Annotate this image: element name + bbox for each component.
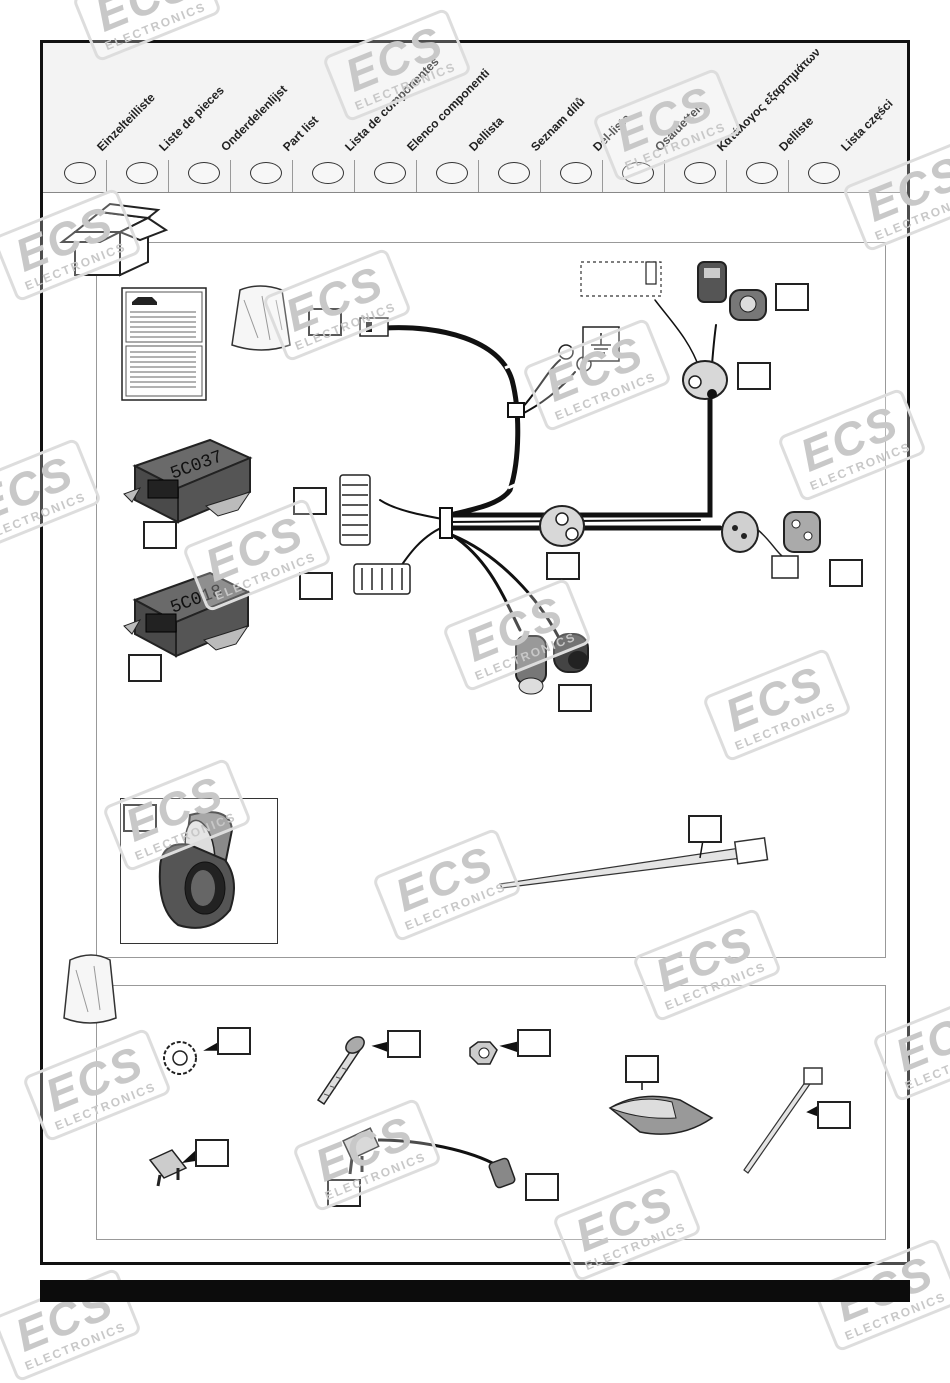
harness-junction-icon bbox=[439, 507, 453, 539]
tab-separator bbox=[664, 160, 665, 192]
callout-box bbox=[293, 487, 327, 515]
tab-oval bbox=[560, 162, 592, 184]
tab-separator bbox=[416, 160, 417, 192]
callout-box bbox=[143, 521, 177, 549]
footer-bar bbox=[40, 1280, 910, 1302]
control-module-5c018 bbox=[123, 571, 251, 658]
callout-box bbox=[775, 283, 809, 311]
callout-box bbox=[517, 1029, 551, 1057]
tab-oval bbox=[746, 162, 778, 184]
callout-box bbox=[308, 308, 342, 336]
header-divider bbox=[43, 192, 907, 193]
socket-plug-icon bbox=[697, 261, 767, 321]
cable-clip-icon bbox=[507, 402, 525, 418]
callout-box bbox=[625, 1055, 659, 1083]
kit-contents-panel bbox=[96, 242, 886, 958]
tab-oval bbox=[64, 162, 96, 184]
grommet-icon bbox=[539, 360, 728, 547]
tab-oval bbox=[374, 162, 406, 184]
callout-box bbox=[387, 1030, 421, 1058]
callout-box bbox=[123, 804, 157, 832]
ground-symbol-icon bbox=[582, 326, 620, 362]
tab-oval bbox=[250, 162, 282, 184]
towbar-socket-icon bbox=[158, 811, 235, 929]
fuse-icon bbox=[645, 261, 657, 285]
tab-oval bbox=[498, 162, 530, 184]
tab-oval bbox=[684, 162, 716, 184]
tab-separator bbox=[292, 160, 293, 192]
lamp-connector-icon bbox=[515, 633, 589, 695]
tab-separator bbox=[726, 160, 727, 192]
callout-box bbox=[737, 362, 771, 390]
callout-box bbox=[327, 1179, 361, 1207]
lock-washer-icon bbox=[163, 1041, 197, 1075]
callout-box bbox=[217, 1027, 251, 1055]
multi-pin-connector-icon bbox=[339, 474, 411, 595]
cable-tie-icon bbox=[499, 837, 769, 889]
fuse-holder-outline bbox=[580, 261, 662, 297]
instruction-sheet-icon bbox=[121, 287, 207, 401]
control-module-5c037 bbox=[123, 438, 253, 524]
callout-box bbox=[299, 572, 333, 600]
callout-box bbox=[128, 654, 162, 682]
tab-oval bbox=[436, 162, 468, 184]
small-cable-tie-icon bbox=[743, 1067, 823, 1174]
tab-separator bbox=[230, 160, 231, 192]
spade-connector-icon bbox=[359, 317, 389, 337]
tab-oval bbox=[622, 162, 654, 184]
tab-oval bbox=[188, 162, 220, 184]
hex-nut-icon bbox=[469, 1041, 498, 1065]
blade-fuse-icon bbox=[148, 1149, 188, 1187]
plastic-bag-icon bbox=[231, 285, 291, 351]
tab-separator bbox=[354, 160, 355, 192]
callout-box bbox=[688, 815, 722, 843]
tab-separator bbox=[788, 160, 789, 192]
callout-box bbox=[829, 559, 863, 587]
tab-separator bbox=[540, 160, 541, 192]
adhesive-pad-icon bbox=[608, 1095, 714, 1135]
tab-separator bbox=[602, 160, 603, 192]
round-connector-icon bbox=[721, 511, 821, 579]
tab-separator bbox=[106, 160, 107, 192]
fuse-tap-lead-icon bbox=[342, 1127, 516, 1189]
tab-oval bbox=[126, 162, 158, 184]
callout-box bbox=[817, 1101, 851, 1129]
callout-box bbox=[195, 1139, 229, 1167]
callout-box bbox=[546, 552, 580, 580]
hardware-bag-panel bbox=[96, 985, 886, 1240]
tab-oval bbox=[312, 162, 344, 184]
box-icon bbox=[59, 202, 169, 277]
parts-drawing: 5C037 5C018 bbox=[59, 202, 823, 1189]
socket-inset-box bbox=[120, 798, 278, 944]
tab-oval bbox=[808, 162, 840, 184]
tab-separator bbox=[478, 160, 479, 192]
callout-box bbox=[525, 1173, 559, 1201]
tab-separator bbox=[168, 160, 169, 192]
ring-terminal-icon bbox=[558, 344, 592, 372]
callout-box bbox=[558, 684, 592, 712]
screw-icon bbox=[316, 1036, 365, 1106]
small-bag-icon bbox=[63, 954, 117, 1024]
